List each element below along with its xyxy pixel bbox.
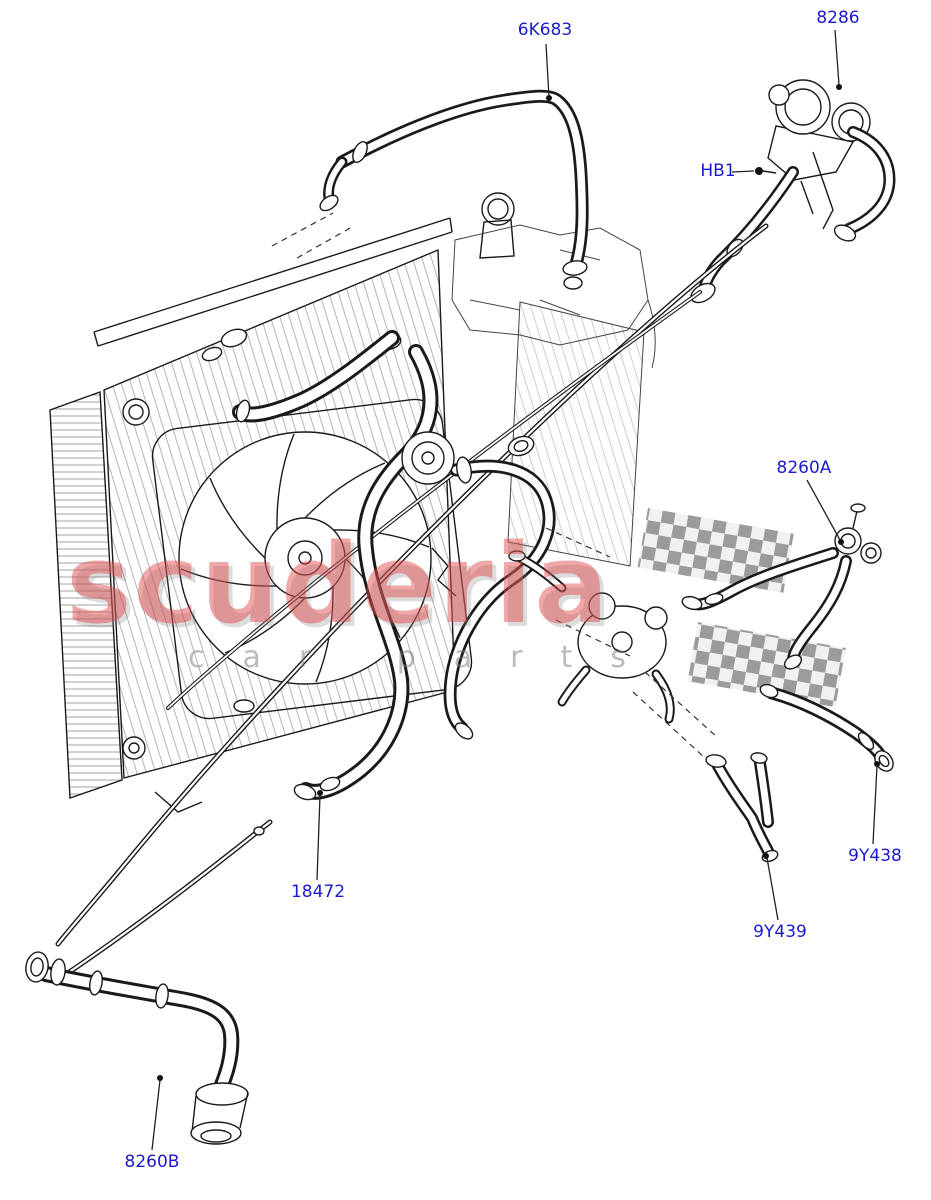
- thermostat-housing: [508, 550, 675, 724]
- connector-hoses-8260A: [681, 503, 882, 670]
- part-label-6K683[interactable]: 6K683: [517, 20, 573, 40]
- water-outlet-8286: [690, 79, 896, 304]
- hose-9Y439: [705, 752, 779, 863]
- part-label-18472[interactable]: 18472: [290, 882, 346, 902]
- hose-9Y438: [759, 683, 894, 772]
- part-label-HB1[interactable]: HB1: [700, 161, 736, 181]
- radiator-hoses-18472: [232, 330, 556, 801]
- long-coolant-pipe: [55, 223, 769, 947]
- checkered-flag-watermark: [637, 508, 846, 708]
- bolt-HB1: [755, 167, 777, 175]
- part-label-8260A[interactable]: 8260A: [776, 458, 832, 478]
- part-label-8286[interactable]: 8286: [816, 8, 860, 28]
- part-label-9Y438[interactable]: 9Y438: [848, 846, 902, 866]
- construction-lines: [271, 212, 719, 759]
- lower-hose-8260B: [25, 819, 273, 1145]
- part-label-9Y439[interactable]: 9Y439: [753, 922, 807, 942]
- leader-lines: [151, 29, 880, 1151]
- part-label-8260B[interactable]: 8260B: [124, 1152, 180, 1172]
- hose-6K683: [319, 89, 589, 290]
